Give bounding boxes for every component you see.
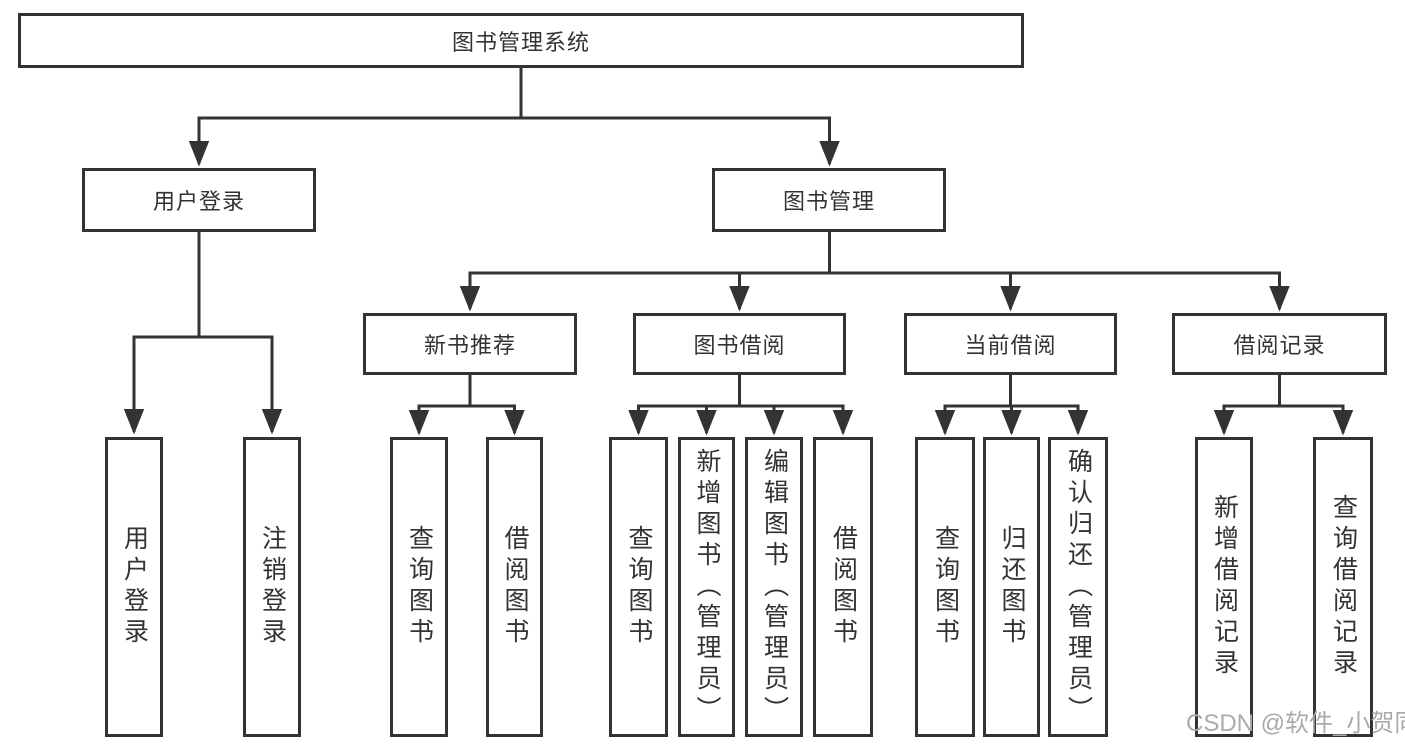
leaf-edit-books-admin: 编辑图书（管理员）	[745, 437, 803, 737]
node-label: 借阅记录	[1233, 333, 1326, 358]
leaf-return-books: 归还图书	[983, 437, 1040, 737]
leaf-add-books-admin: 新增图书（管理员）	[678, 437, 735, 737]
leaf-query-books-current: 查询图书	[915, 437, 975, 737]
node-label: 图书借阅	[693, 333, 786, 358]
node-library-system-root: 图书管理系统	[18, 13, 1024, 68]
node-label: 图书管理	[782, 189, 875, 214]
leaf-label: 编辑图书（管理员）	[760, 447, 789, 727]
leaf-add-borrow-record: 新增借阅记录	[1195, 437, 1253, 737]
node-label: 新书推荐	[423, 333, 516, 358]
node-label: 用户登录	[152, 189, 245, 214]
leaf-query-books-recommend: 查询图书	[390, 437, 448, 737]
leaf-borrow-books: 借阅图书	[813, 437, 873, 737]
leaf-query-books-borrow: 查询图书	[609, 437, 668, 737]
leaf-borrow-books-recommend: 借阅图书	[486, 437, 543, 737]
leaf-label: 查询图书	[625, 525, 653, 649]
leaf-label: 查询图书	[931, 525, 960, 649]
leaf-logout: 注销登录	[243, 437, 301, 737]
leaf-label: 查询图书	[405, 525, 434, 649]
node-new-book-recommend: 新书推荐	[363, 313, 577, 375]
node-book-management: 图书管理	[712, 168, 946, 232]
leaf-label: 用户登录	[120, 525, 149, 649]
csdn-watermark: CSDN @软件_小贺同学	[1186, 710, 1405, 737]
leaf-confirm-return-admin: 确认归还（管理员）	[1048, 437, 1108, 737]
node-book-borrowing: 图书借阅	[633, 313, 846, 375]
leaf-label: 注销登录	[258, 525, 287, 649]
connectors	[123, 68, 1354, 436]
node-user-login: 用户登录	[82, 168, 316, 232]
leaf-query-borrow-record: 查询借阅记录	[1313, 437, 1373, 737]
leaf-label: 新增图书（管理员）	[693, 447, 721, 727]
node-borrowing-records: 借阅记录	[1172, 313, 1387, 375]
leaf-label: 新增借阅记录	[1210, 494, 1239, 680]
node-label: 图书管理系统	[451, 29, 590, 55]
leaf-user-login: 用户登录	[105, 437, 163, 737]
node-current-borrowing: 当前借阅	[904, 313, 1117, 375]
leaf-label: 确认归还（管理员）	[1064, 447, 1093, 727]
leaf-label: 借阅图书	[501, 525, 529, 649]
leaf-label: 借阅图书	[829, 525, 858, 649]
leaf-label: 归还图书	[998, 525, 1026, 649]
node-label: 当前借阅	[964, 333, 1057, 358]
leaf-label: 查询借阅记录	[1329, 494, 1358, 680]
